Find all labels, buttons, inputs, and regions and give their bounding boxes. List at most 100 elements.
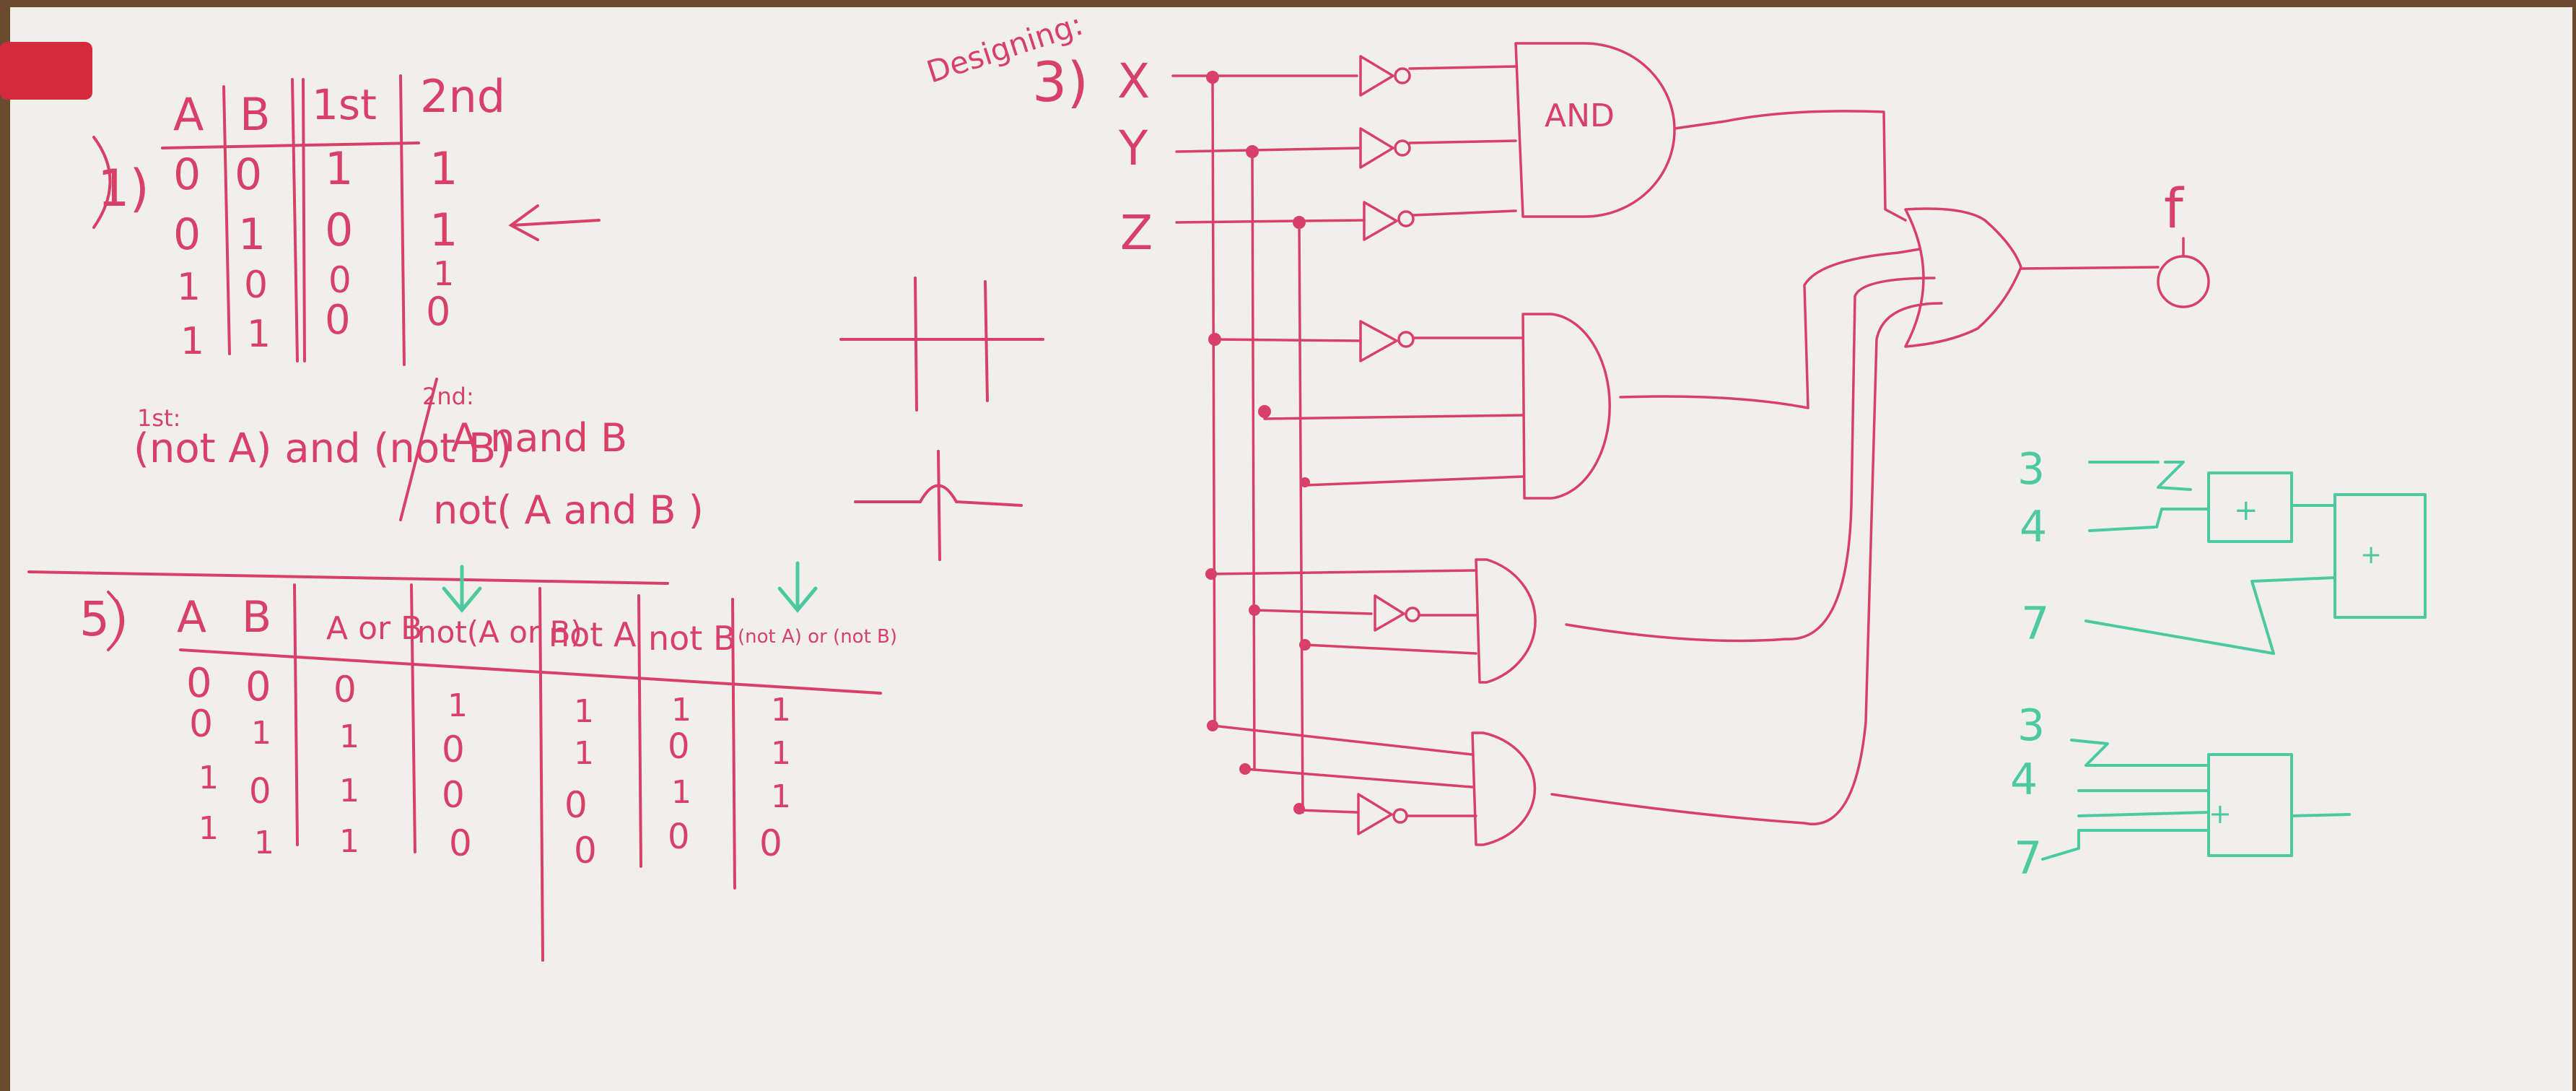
- p1-col-rule-2: [291, 78, 299, 362]
- p5-header-aorb: A or B: [326, 610, 422, 647]
- p1-r3-1st: 0: [325, 297, 351, 344]
- p5-r3-c1: 1: [254, 825, 274, 861]
- p5-r2-c3: 0: [442, 774, 465, 816]
- wire-and4-in2: [1244, 768, 1474, 788]
- p1-slash: [399, 378, 438, 521]
- p5-r3-c4: 0: [574, 830, 597, 872]
- p1-r0-1st: 1: [325, 142, 353, 195]
- wire-and4-in1: [1211, 724, 1474, 756]
- adder-bottom-wire3: [2077, 811, 2210, 817]
- p1-r3-2nd: 0: [426, 289, 450, 334]
- wire-or-out: [2020, 266, 2160, 270]
- adders-drawing: [2041, 461, 2427, 861]
- wire-z-in: [1175, 219, 1366, 224]
- wire-y-not3: [1253, 609, 1373, 615]
- not-bubble-x2: [1397, 331, 1415, 348]
- p5-green-arrow-2-head: [777, 586, 818, 613]
- p3-input-y: Y: [1118, 121, 1148, 176]
- magnet: [0, 42, 92, 100]
- and-gate-1: [1514, 42, 1676, 218]
- wire-and4-out: [1550, 302, 1943, 825]
- p5-r0-c0: 0: [186, 660, 212, 707]
- adder-top-plus-1: +: [2234, 494, 2258, 527]
- p5-header-a: A: [177, 592, 206, 643]
- adder-top-in2: 4: [2020, 502, 2047, 552]
- not-gate-y1: [1359, 127, 1394, 169]
- p5-header-nota-or-notb: (not A) or (not B): [738, 626, 897, 648]
- adder-bottom-out: [2290, 813, 2351, 817]
- p1-first-expr: (not A) and (not B): [134, 425, 512, 472]
- or-gate: [1904, 207, 2022, 348]
- p5-r0-c1: 0: [245, 664, 271, 710]
- p5-col-rule-3: [538, 587, 544, 962]
- p5-r3-c2: 1: [339, 823, 359, 860]
- p1-first-label: 1st:: [137, 404, 180, 432]
- p5-r0-c2: 0: [333, 669, 357, 710]
- p1-r1-a: 0: [173, 209, 201, 260]
- p5-r3-c0: 1: [198, 810, 219, 847]
- p1-r2-2nd: 1: [433, 254, 454, 293]
- adder-top-plus-2: +: [2360, 540, 2382, 570]
- board-surface: [10, 7, 2572, 1091]
- p1-r1-2nd: 1: [429, 204, 458, 256]
- p5-r3-c5: 0: [668, 817, 690, 857]
- adder-top-bend: [2155, 508, 2210, 529]
- p5-header-b: B: [242, 592, 271, 643]
- p1-header-a: A: [173, 88, 204, 141]
- junction-z: [1293, 216, 1306, 229]
- adder-top-box2: [2333, 493, 2427, 619]
- p5-r2-c0: 1: [198, 760, 219, 796]
- p5-col-rule-1: [293, 583, 299, 846]
- p1-arrow-head: [508, 204, 539, 241]
- p1-r0-2nd: 1: [429, 142, 458, 195]
- adder-top-wire3: [2084, 620, 2275, 655]
- p5-r0-c5: 1: [671, 692, 691, 729]
- p1-r0-a: 0: [173, 149, 201, 200]
- p5-col-rule-2: [410, 583, 416, 853]
- wire-and1-in3: [1412, 209, 1517, 217]
- p5-top-rule: [27, 570, 669, 585]
- problem1-section: [92, 74, 601, 521]
- p1-header-2nd: 2nd: [420, 70, 505, 123]
- and-gate-3: [1475, 558, 1537, 684]
- p3-number: 3): [1032, 50, 1088, 114]
- p5-r2-c4: 0: [564, 784, 588, 826]
- adder-top-in1: 3: [2017, 444, 2045, 495]
- p5-r2-c6: 1: [771, 778, 791, 815]
- p1-r2-a: 1: [177, 266, 201, 309]
- wire-and2-in2: [1263, 414, 1524, 420]
- adder-top-bend3: [2250, 576, 2336, 655]
- not-bubble-z1: [1397, 210, 1415, 227]
- junction-y: [1246, 145, 1259, 158]
- not-gate-z1: [1363, 201, 1398, 241]
- p3-input-x: X: [1117, 53, 1150, 109]
- p1-number-paren: [92, 136, 112, 229]
- p1-r2-b: 0: [244, 264, 268, 307]
- p1-r0-b: 0: [235, 149, 262, 200]
- p1-second-label: 2nd:: [422, 383, 474, 410]
- wire-z-not4: [1298, 809, 1358, 814]
- wire-and3-in3: [1304, 643, 1477, 655]
- crossing-vertical-wire-2: [984, 280, 989, 402]
- wire-and3-out: [1565, 277, 1936, 643]
- p1-col-rule-3: [302, 78, 306, 362]
- p5-r3-c6: 0: [759, 822, 782, 864]
- p5-header-rule: [179, 648, 882, 695]
- wire-and2-out: [1619, 248, 1921, 409]
- p5-r2-c2: 1: [339, 773, 359, 809]
- adder-top-box1: [2207, 471, 2293, 543]
- p3-gate-label: AND: [1545, 97, 1615, 134]
- p1-second-expr1: A nand B: [451, 415, 627, 461]
- junction-x: [1206, 71, 1219, 84]
- jumper-vertical-wire: [937, 450, 941, 561]
- problem1-text: 1) A B 1st 2nd 0 0 1 1 0 1 0 1 1 0 0 1 1…: [97, 70, 704, 533]
- circuit: [1171, 42, 2210, 846]
- adder-top-z1: [2157, 461, 2192, 491]
- wire-and3-in1: [1210, 569, 1477, 575]
- p5-r0-c6: 1: [771, 692, 791, 729]
- p1-r1-1st: 0: [325, 204, 353, 256]
- p1-r1-b: 1: [238, 209, 266, 260]
- p5-r1-c4: 1: [574, 735, 594, 772]
- wire-x-not2: [1213, 338, 1362, 342]
